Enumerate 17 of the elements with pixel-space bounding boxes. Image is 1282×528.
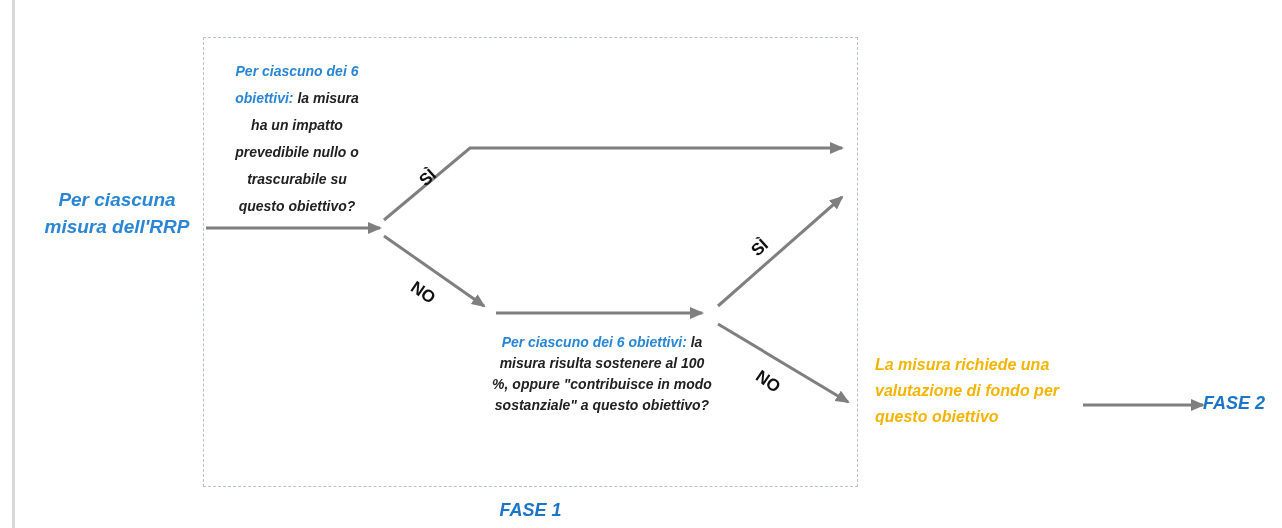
arrow xyxy=(383,234,486,308)
edge-label: SÌ xyxy=(747,235,773,261)
phase-heading: FASE 1 xyxy=(498,500,563,521)
arrow xyxy=(717,195,844,308)
arrow xyxy=(496,307,704,319)
arrow xyxy=(206,222,382,234)
edge-label: NO xyxy=(406,277,439,309)
arrow xyxy=(383,142,844,222)
arrow xyxy=(1083,399,1205,411)
edge-label: SÌ xyxy=(415,165,441,191)
phase-label: FASE 2 xyxy=(1203,393,1269,417)
outcome-text: La misura richiede una valutazione di fondo per questo obiettivo xyxy=(848,352,1083,432)
edge-label: NO xyxy=(751,366,784,398)
question-text: Per ciascuno dei 6 obiettivi: la misura risulta sostenere al 100 %, oppure "contribuisce in modo sostanziale" a questo obiettivo? xyxy=(486,306,718,470)
question-text: Per ciascuno dei 6 obiettivi: la misura ha un impatto prevedibile nullo o trascurabile su questo obiettivo? xyxy=(210,50,384,236)
start-text: Per ciascuna misura dell'RRP xyxy=(28,186,206,246)
arrow xyxy=(717,322,850,404)
